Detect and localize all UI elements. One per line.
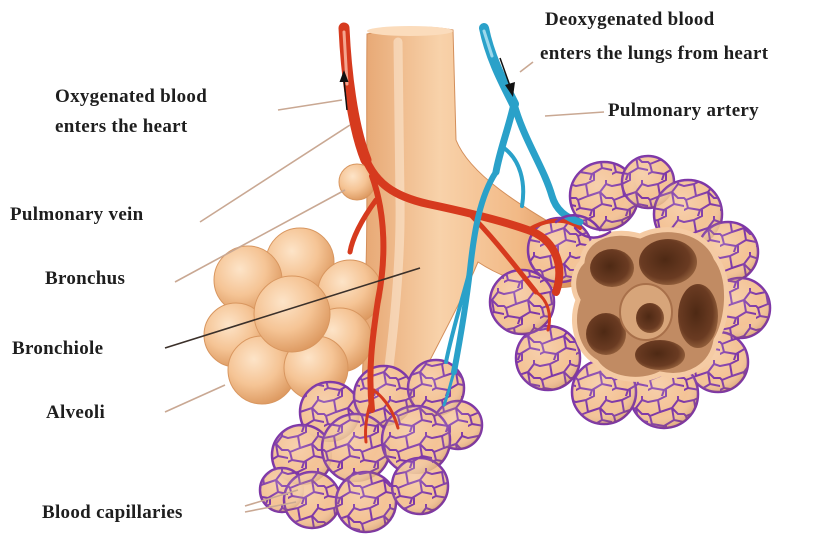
label-pulmonary-artery: Pulmonary artery [608,100,759,122]
label-pulmonary-vein: Pulmonary vein [10,204,144,226]
label-deoxygenated-line2: enters the lungs from heart [540,43,768,65]
label-oxygenated-line2: enters the heart [55,116,187,138]
label-oxygenated-line1: Oxygenated blood [55,86,207,108]
label-bronchiole: Bronchiole [12,338,103,360]
leader-line-pulmonary-artery [545,112,604,116]
capillary-lobe-shading [392,458,448,514]
alveolus-sphere [254,276,330,352]
capillary-lobe-shading [336,472,396,532]
bronchus-opening [367,26,453,36]
alveolar-cavity [678,284,718,348]
alveolar-cavity [636,303,664,333]
label-bronchus: Bronchus [45,268,125,290]
alveoli-cross-section [574,230,727,380]
alveolar-cavity [635,340,685,370]
leader-line-alveoli [165,385,225,412]
artery-branch-left [496,104,514,172]
leader-line-oxygenated [278,100,342,110]
alveolar-cavity [639,239,697,285]
alveolar-cavity [590,249,634,287]
artery-trunk [484,28,514,104]
label-blood-capillaries: Blood capillaries [42,502,183,524]
vein-trunk [344,28,366,160]
label-deoxygenated-line1: Deoxygenated blood [545,9,715,31]
capillary-lobe-shading [516,326,580,390]
leader-line-deoxygenated [520,62,533,72]
alveoli-cluster [204,228,382,404]
leader-line-pulmonary-vein [200,125,350,222]
label-alveoli: Alveoli [46,402,105,424]
capillary-lobe-shading [284,472,340,528]
capillary-lobe-shading [322,414,390,482]
